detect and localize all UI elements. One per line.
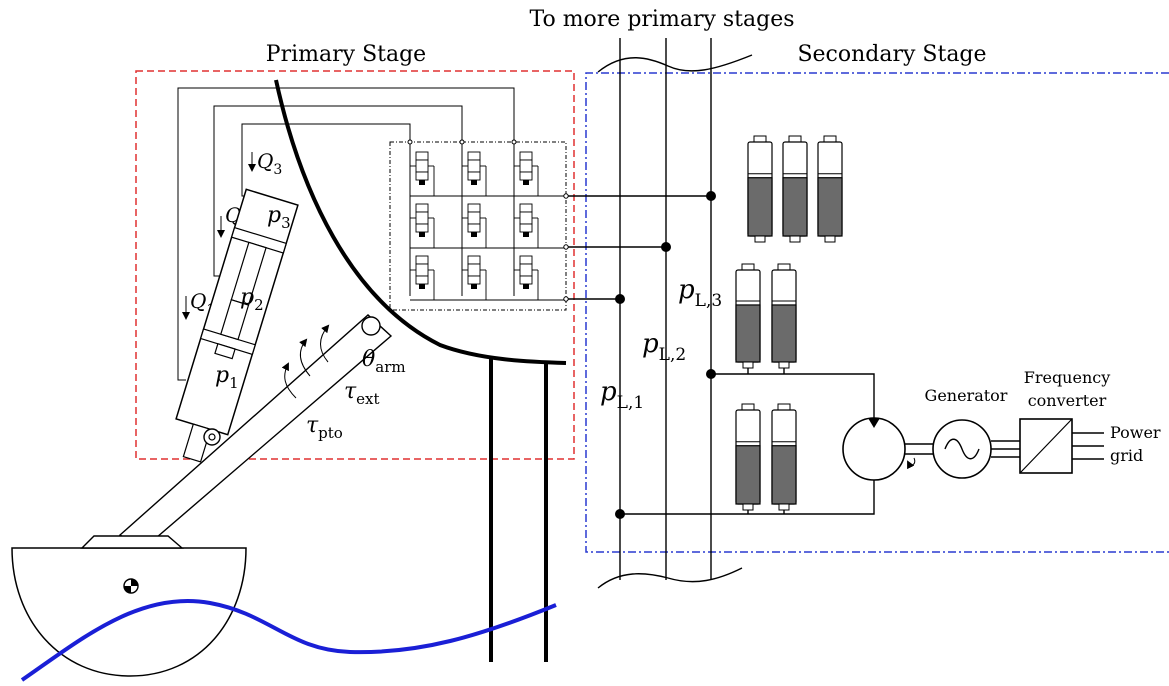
grid-label-2: grid (1110, 446, 1143, 465)
accumulator-icon (771, 263, 797, 369)
float-body (11, 535, 247, 677)
valve-icon (462, 151, 487, 196)
p2-label: p2 (240, 285, 264, 314)
valve-icon (410, 151, 435, 196)
pl3-label: pL,3 (678, 275, 722, 311)
accumulator-icon (782, 135, 808, 243)
valve-icon (462, 203, 487, 248)
pressure-lines (597, 38, 753, 589)
center-of-mass-icon (123, 578, 139, 594)
valve-icon (514, 255, 539, 300)
accumulator-icon (771, 403, 797, 511)
top-label: To more primary stages (529, 7, 794, 32)
converter-label-1: Frequency (1024, 368, 1111, 387)
generator-icon (932, 419, 1020, 479)
pl1-label: pL,1 (600, 377, 644, 413)
p1-label: p1 (215, 363, 239, 392)
accumulator-icon (747, 135, 773, 243)
accumulator-icon (735, 403, 761, 511)
motor-pump-icon (842, 417, 933, 481)
valve-grid (409, 142, 566, 301)
pl2-label: pL,2 (642, 329, 686, 365)
tau-ext-label: τext (344, 379, 380, 408)
accumulator-icon (735, 263, 761, 369)
theta-arm-label: θarm (362, 347, 406, 376)
valve-icon (410, 203, 435, 248)
hydraulic-cylinder (175, 188, 299, 463)
frequency-converter-icon (1019, 418, 1104, 474)
q3-label: Q3 (257, 149, 282, 178)
valve-icon (514, 203, 539, 248)
valve-icon (410, 255, 435, 300)
accumulator-icon (817, 135, 843, 243)
valve-icon (514, 151, 539, 196)
cylinder-port-wiring (177, 87, 517, 381)
primary-stage-box (135, 70, 575, 460)
pto-arm (118, 314, 393, 551)
secondary-wiring (615, 368, 875, 519)
valve-outputs (563, 191, 716, 304)
tau-pto-label: τpto (306, 413, 343, 442)
p3-label: p3 (267, 203, 291, 232)
torque-arrows (281, 324, 330, 399)
generator-label: Generator (925, 386, 1008, 405)
converter-label-2: converter (1028, 391, 1107, 410)
secondary-stage-box (585, 72, 1169, 553)
support-structure (274, 79, 567, 365)
valve-block (389, 141, 567, 311)
primary-stage-label: Primary Stage (266, 42, 426, 67)
secondary-stage-label: Secondary Stage (797, 42, 986, 67)
accumulators (735, 135, 843, 511)
valve-icon (462, 255, 487, 300)
grid-label-1: Power (1110, 423, 1161, 442)
wave-line (20, 598, 557, 682)
